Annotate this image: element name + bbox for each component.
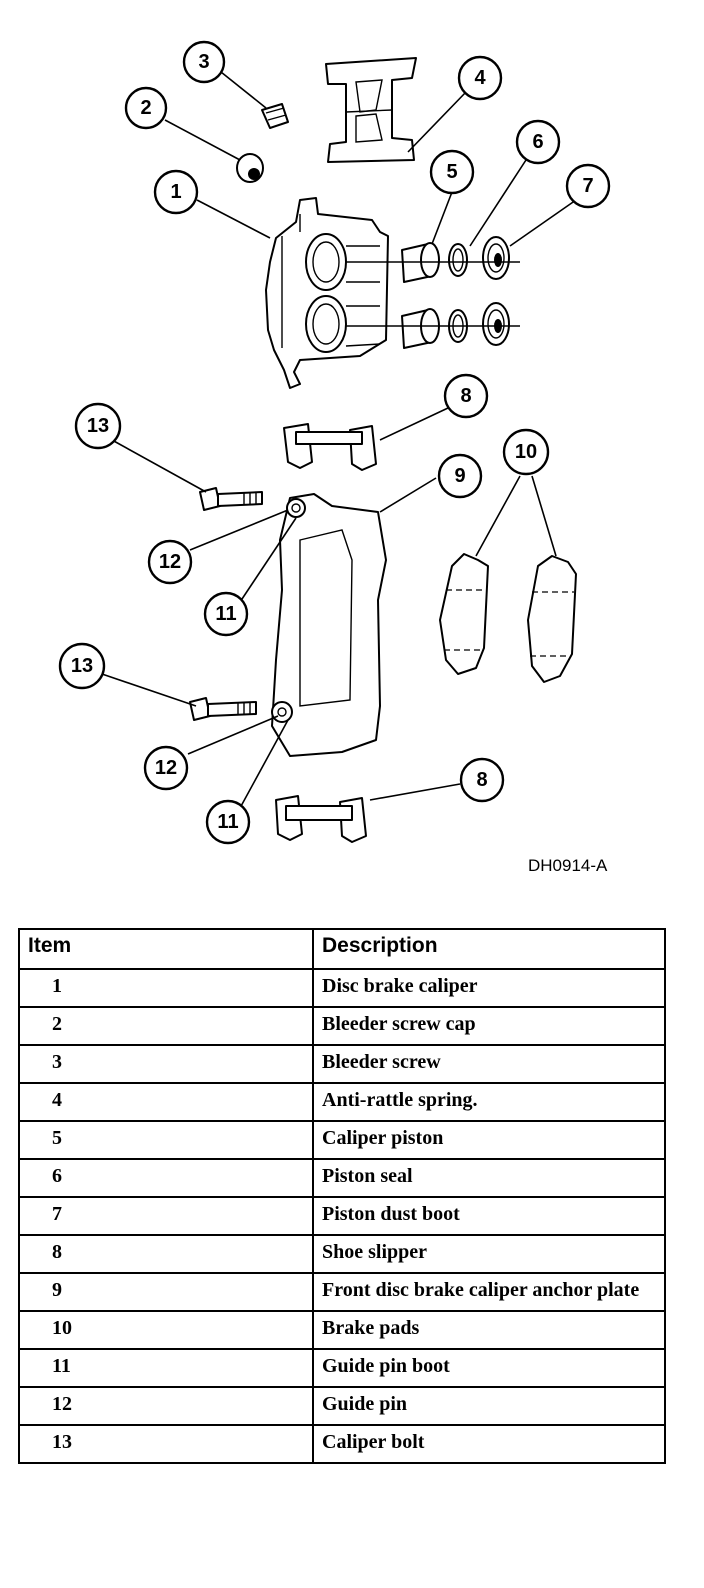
callout-11-lower: 11 (205, 799, 251, 845)
table-header-row: Item Description (18, 928, 666, 970)
item-description: Piston seal (312, 1158, 666, 1198)
callout-10: 10 (502, 428, 550, 476)
item-description: Bleeder screw (312, 1044, 666, 1084)
shoe-slipper-lower-drawing (275, 795, 367, 843)
item-number: 4 (18, 1082, 314, 1122)
item-number: 6 (18, 1158, 314, 1198)
item-number: 10 (18, 1310, 314, 1350)
table-row: 1 Disc brake caliper (18, 968, 666, 1008)
anchor-plate-drawing (271, 493, 387, 757)
table-row: 7 Piston dust boot (18, 1196, 666, 1236)
item-number: 13 (18, 1424, 314, 1464)
table-row: 9 Front disc brake caliper anchor plate (18, 1272, 666, 1312)
item-description: Disc brake caliper (312, 968, 666, 1008)
caliper-bolt-lower-drawing (189, 697, 257, 721)
item-description: Guide pin boot (312, 1348, 666, 1388)
item-number: 8 (18, 1234, 314, 1274)
caliper-pistons-drawing (401, 242, 440, 349)
item-description: Caliper bolt (312, 1424, 666, 1464)
item-number: 3 (18, 1044, 314, 1084)
callout-2: 2 (124, 86, 168, 130)
item-number: 12 (18, 1386, 314, 1426)
item-description: Brake pads (312, 1310, 666, 1350)
svg-text:6: 6 (532, 131, 543, 153)
item-description: Anti-rattle spring. (312, 1082, 666, 1122)
svg-text:10: 10 (515, 441, 537, 463)
caliper-bolt-upper-drawing (199, 487, 263, 511)
parts-table: Item Description 1 Disc brake caliper 2 … (18, 928, 666, 1464)
svg-text:9: 9 (454, 465, 465, 487)
svg-text:5: 5 (446, 161, 457, 183)
callout-5: 5 (429, 149, 475, 195)
svg-text:13: 13 (87, 415, 109, 437)
bleeder-screw-drawing (261, 103, 289, 129)
table-row: 6 Piston seal (18, 1158, 666, 1198)
item-number: 11 (18, 1348, 314, 1388)
caliper-body-drawing (265, 197, 389, 389)
callout-13-lower: 13 (58, 642, 106, 690)
svg-text:1: 1 (170, 181, 181, 203)
svg-text:12: 12 (155, 757, 177, 779)
callout-12-lower: 12 (143, 745, 189, 791)
figure-code: DH0914-A (528, 856, 608, 875)
item-number: 1 (18, 968, 314, 1008)
item-description: Bleeder screw cap (312, 1006, 666, 1046)
callout-9: 9 (437, 453, 483, 499)
item-description: Shoe slipper (312, 1234, 666, 1274)
table-row: 4 Anti-rattle spring. (18, 1082, 666, 1122)
item-description: Caliper piston (312, 1120, 666, 1160)
callout-8-upper: 8 (443, 373, 489, 419)
callout-8-lower: 8 (459, 757, 505, 803)
svg-text:11: 11 (217, 811, 238, 833)
svg-text:3: 3 (198, 51, 209, 73)
table-row: 3 Bleeder screw (18, 1044, 666, 1084)
item-number: 7 (18, 1196, 314, 1236)
column-header-item: Item (18, 928, 314, 970)
table-row: 8 Shoe slipper (18, 1234, 666, 1274)
shoe-slipper-upper-drawing (283, 423, 377, 471)
item-description: Front disc brake caliper anchor plate (312, 1272, 666, 1312)
piston-dust-boots-drawing (482, 236, 510, 346)
table-row: 5 Caliper piston (18, 1120, 666, 1160)
callout-6: 6 (515, 119, 561, 165)
column-header-description: Description (312, 928, 666, 970)
callout-4: 4 (457, 55, 503, 101)
table-row: 11 Guide pin boot (18, 1348, 666, 1388)
item-number: 2 (18, 1006, 314, 1046)
brake-pads-drawing (439, 553, 577, 683)
item-number: 5 (18, 1120, 314, 1160)
bleeder-screw-cap-drawing (236, 153, 264, 183)
callout-3: 3 (182, 40, 226, 84)
svg-text:7: 7 (582, 175, 593, 197)
anti-rattle-spring-drawing (325, 57, 417, 163)
table-row: 2 Bleeder screw cap (18, 1006, 666, 1046)
table-row: 10 Brake pads (18, 1310, 666, 1350)
svg-text:4: 4 (474, 67, 486, 89)
callout-1: 1 (153, 169, 199, 215)
item-number: 9 (18, 1272, 314, 1312)
exploded-view-diagram: 1 2 3 4 5 6 7 8 9 10 11 12 (58, 40, 611, 845)
item-description: Guide pin (312, 1386, 666, 1426)
svg-text:8: 8 (476, 769, 487, 791)
leader-lines (101, 71, 577, 809)
svg-text:12: 12 (159, 551, 181, 573)
svg-text:2: 2 (140, 97, 151, 119)
callout-12-upper: 12 (147, 539, 193, 585)
table-row: 12 Guide pin (18, 1386, 666, 1426)
callout-7: 7 (565, 163, 611, 209)
table-row: 13 Caliper bolt (18, 1424, 666, 1464)
svg-text:11: 11 (215, 603, 236, 625)
item-description: Piston dust boot (312, 1196, 666, 1236)
svg-text:8: 8 (460, 385, 471, 407)
svg-text:13: 13 (71, 655, 93, 677)
piston-seals-drawing (448, 243, 468, 343)
callout-11-upper: 11 (203, 591, 249, 637)
callout-13-upper: 13 (74, 402, 122, 450)
